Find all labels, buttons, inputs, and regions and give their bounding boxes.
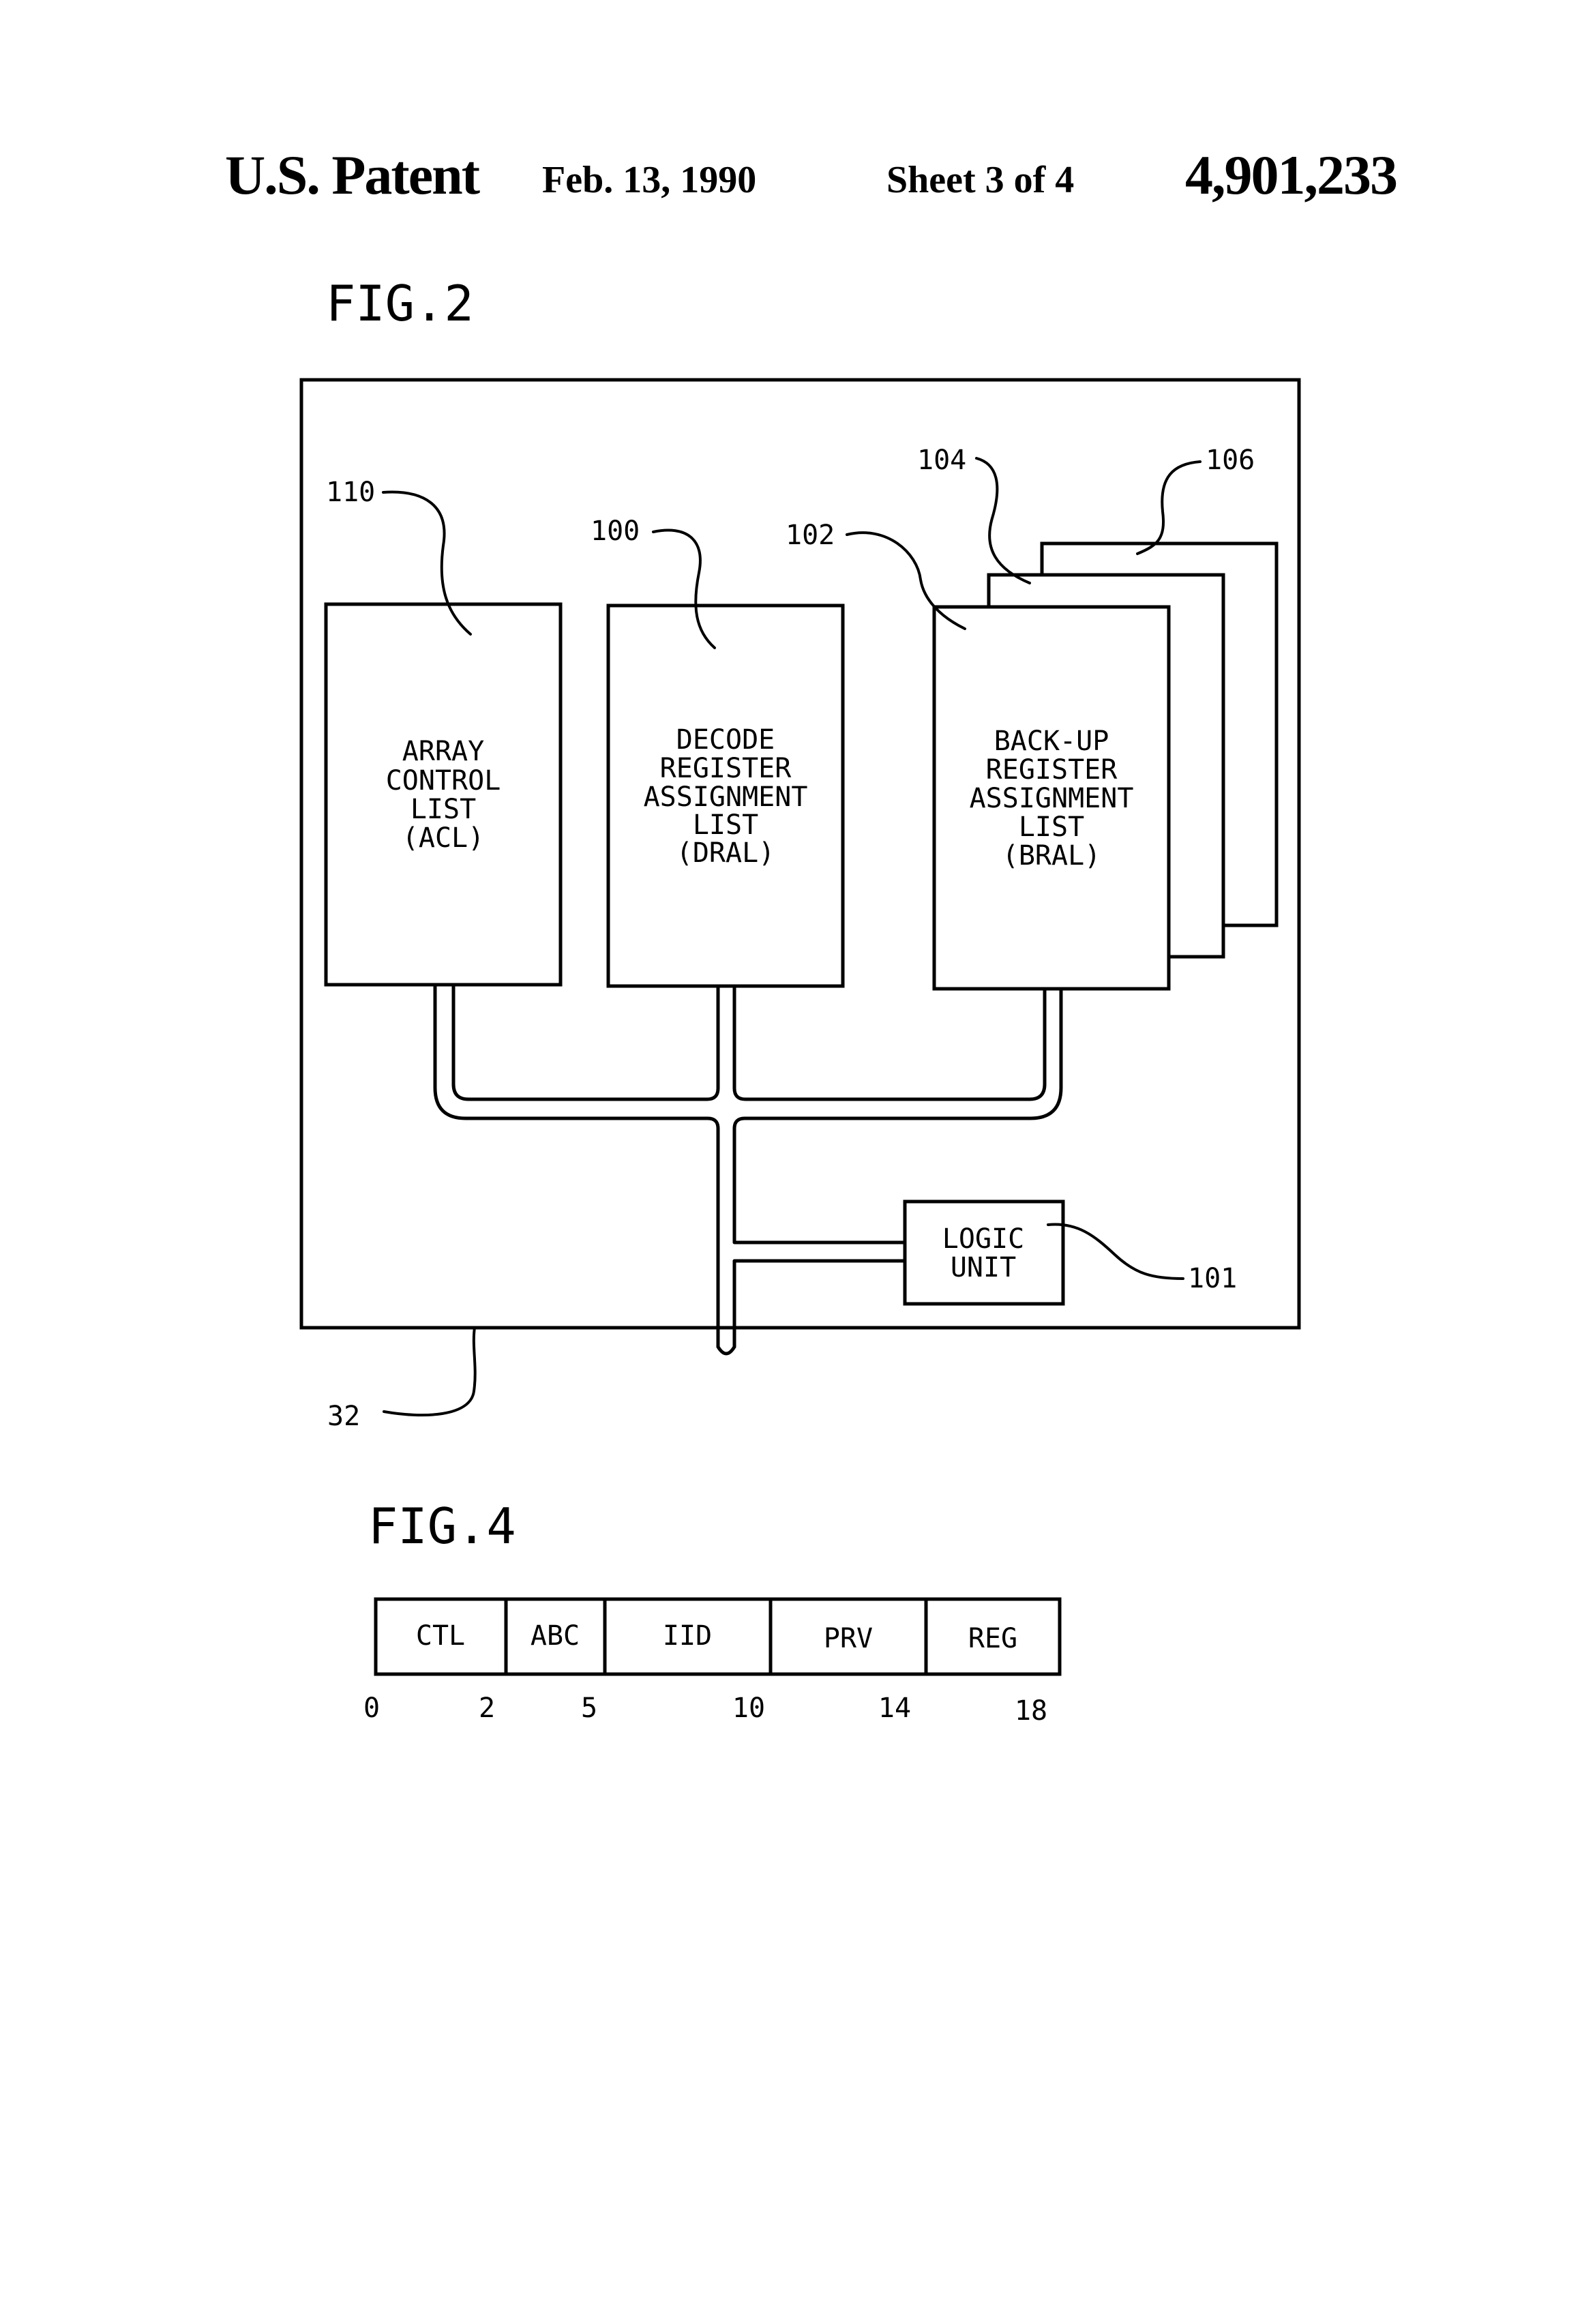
bral-label-5: (BRAL) [1002,840,1101,872]
bral-label-4: LIST [1019,811,1084,843]
ref-32: 32 [327,1401,360,1432]
bit-pos-18: 18 [1015,1695,1047,1727]
acl-label-4: (ACL) [402,822,484,854]
ref-101: 101 [1188,1263,1237,1294]
field-reg: REG [968,1623,1017,1654]
dral-label-3: ASSIGNMENT [644,781,808,813]
field-prv: PRV [824,1623,873,1654]
dral-label-1: DECODE [676,724,775,756]
bral-label-3: ASSIGNMENT [970,783,1134,814]
dral-label-5: (DRAL) [676,837,775,869]
logic-unit-label-2: UNIT [951,1252,1016,1283]
bral-label-1: BACK-UP [994,726,1109,757]
field-ctl: CTL [416,1620,465,1652]
ref-100: 100 [591,516,640,547]
ref-104: 104 [917,445,966,476]
bit-pos-10: 10 [732,1693,765,1724]
ref-106: 106 [1206,445,1255,476]
bus-stub-end [718,1347,734,1354]
acl-label-2: CONTROL [386,765,501,796]
field-abc: ABC [531,1620,580,1652]
bit-pos-14: 14 [878,1693,911,1724]
fig4-register-format [376,1599,1060,1674]
fig2-title: FIG.2 [326,275,474,332]
bit-pos-0: 0 [363,1693,380,1724]
fig4-title: FIG.4 [368,1498,516,1555]
leader-32 [384,1328,475,1415]
dral-label-4: LIST [693,809,758,841]
bit-pos-5: 5 [581,1693,597,1724]
ref-110: 110 [326,477,375,508]
ref-102: 102 [786,520,835,551]
field-iid: IID [663,1620,712,1652]
acl-label-3: LIST [411,794,476,825]
bit-pos-2: 2 [479,1693,495,1724]
dral-label-2: REGISTER [660,753,792,784]
acl-label-1: ARRAY [402,736,484,767]
bral-label-2: REGISTER [986,754,1118,786]
logic-unit-label-1: LOGIC [942,1223,1024,1255]
